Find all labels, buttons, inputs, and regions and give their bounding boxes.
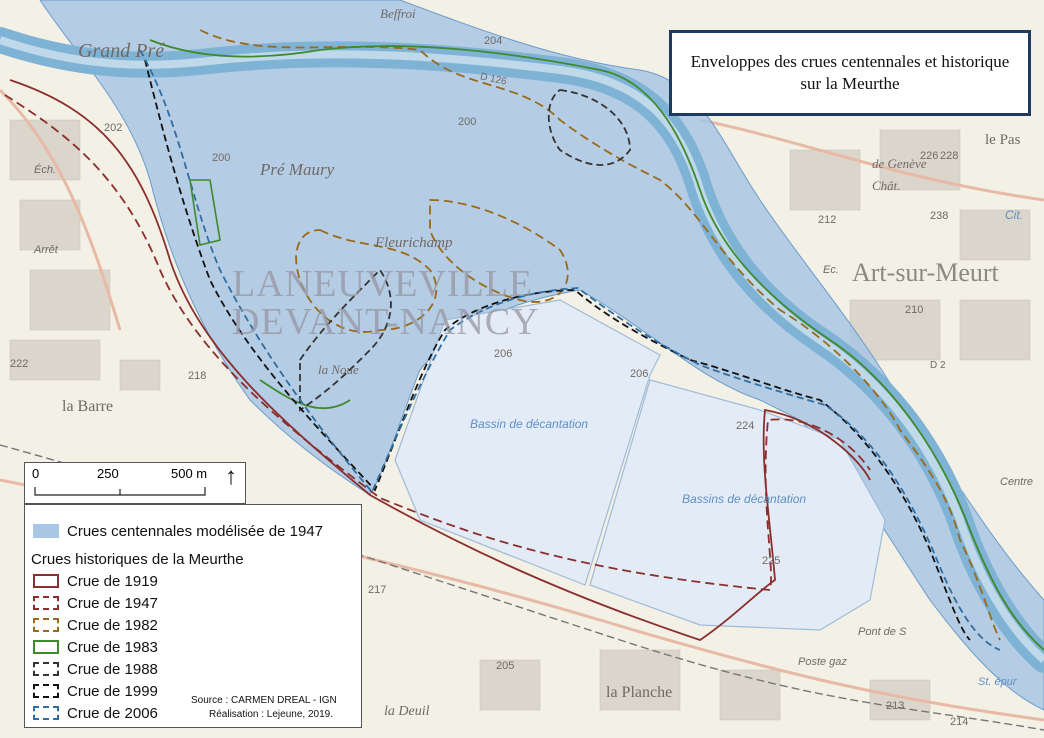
- elevation-label: 205: [496, 660, 515, 672]
- legend-swatch: [33, 684, 59, 698]
- elevation-label: 213: [886, 700, 905, 712]
- place-label-st-epur: St. épur: [978, 676, 1017, 688]
- map-title: Enveloppes des crues centennales et hist…: [690, 52, 1010, 93]
- legend-centennial-label: Crues centennales modélisée de 1947: [67, 522, 324, 540]
- scale-label-250: 250: [97, 466, 119, 481]
- place-label-la-noue: la Noue: [318, 362, 359, 377]
- legend-swatch: [33, 640, 59, 654]
- elevation-label: 224: [736, 420, 755, 432]
- place-label-ec: Ec.: [823, 264, 839, 276]
- basin-label-2: Bassins de décantation: [682, 492, 807, 506]
- place-label-cit: Cit.: [1005, 208, 1023, 222]
- place-label-art-sur-meurthe: Art-sur-Meurt: [852, 258, 999, 287]
- legend-swatch-centennial: [33, 524, 59, 538]
- elevation-label: 226: [920, 150, 939, 162]
- scale-ruler: [34, 487, 206, 496]
- legend-item: Crue de 1919: [33, 571, 158, 591]
- elevation-label: 200: [458, 116, 477, 128]
- elevation-label: 212: [818, 214, 837, 226]
- map-title-box: Enveloppes des crues centennales et hist…: [669, 30, 1031, 116]
- legend-swatch: [33, 706, 59, 720]
- place-label-la-planche: la Planche: [606, 684, 673, 701]
- flood-1919-outline: [9, 79, 871, 641]
- scale-label-500: 500 m: [171, 466, 208, 481]
- elevation-label: 217: [368, 584, 387, 596]
- legend-centennial-row: Crues centennales modélisée de 1947: [33, 521, 323, 541]
- flood-1947-outline: [4, 94, 871, 591]
- place-label-chat: Chât.: [872, 178, 901, 193]
- elevation-label: 202: [104, 122, 123, 134]
- decantation-basin-east: [589, 379, 886, 631]
- place-label-pont-de-s: Pont de S: [858, 626, 907, 638]
- flood-1999-outline: [144, 59, 971, 641]
- place-label-la-barre: la Barre: [62, 398, 114, 415]
- legend-item: Crue de 2006: [33, 703, 158, 723]
- north-arrow-icon: ↑: [225, 463, 237, 490]
- legend-item-label: Crue de 1983: [67, 638, 158, 656]
- elevation-label: 214: [950, 716, 969, 728]
- flood-1988-outline: [299, 89, 631, 412]
- legend-item-label: Crue de 1999: [67, 682, 158, 700]
- legend-heading-text: Crues historiques de la Meurthe: [31, 550, 244, 568]
- elevation-label: 206: [494, 348, 513, 360]
- legend-item: Crue de 1982: [33, 615, 158, 635]
- legend-swatch: [33, 574, 59, 588]
- legend-item: Crue de 1947: [33, 593, 158, 613]
- elevation-label: 210: [905, 304, 924, 316]
- legend-swatch: [33, 662, 59, 676]
- place-label-la-deuil: la Deuil: [384, 704, 430, 719]
- place-label-arret: Arrêt: [34, 244, 58, 256]
- road-label-d2: D 2: [930, 360, 946, 371]
- place-label-poste-gaz: Poste gaz: [798, 656, 847, 668]
- elevation-label: 222: [10, 358, 29, 370]
- place-label-devant-nancy: DEVANT-NANCY: [232, 301, 540, 343]
- legend-item-label: Crue de 2006: [67, 704, 158, 722]
- elevation-label: 204: [484, 35, 503, 47]
- place-label-pre-maury: Pré Maury: [260, 160, 335, 179]
- scale-label-0: 0: [32, 466, 40, 481]
- legend-source: Source : CARMEN DREAL - IGN: [191, 695, 337, 706]
- basin-label-1: Bassin de décantation: [470, 417, 589, 431]
- place-label-fleurichamp: Fleurichamp: [375, 235, 453, 251]
- place-label-grand-pre: Grand Pré: [78, 40, 165, 62]
- legend-item-label: Crue de 1982: [67, 616, 158, 634]
- place-label-ech: Éch.: [34, 164, 57, 176]
- elevation-label: 218: [188, 370, 207, 382]
- legend-item-label: Crue de 1988: [67, 660, 158, 678]
- scale-bar: 0 250 500 m ↑: [24, 462, 246, 504]
- legend-swatch: [33, 596, 59, 610]
- elevation-label: 228: [940, 150, 959, 162]
- elevation-label: 200: [212, 152, 231, 164]
- elevation-label: 238: [930, 210, 949, 222]
- map-legend: Crues centennales modélisée de 1947 Crue…: [24, 504, 362, 728]
- legend-item: Crue de 1983: [33, 637, 158, 657]
- elevation-label: 225: [762, 555, 781, 567]
- legend-item-label: Crue de 1947: [67, 594, 158, 612]
- place-label-centre: Centre: [1000, 476, 1034, 488]
- flood-1983-outline: [149, 39, 1044, 651]
- legend-item-label: Crue de 1919: [67, 572, 158, 590]
- flood-1982-outline: [199, 29, 1001, 641]
- place-label-le-pas: le Pas: [985, 132, 1021, 148]
- flood-2006-outline: [139, 49, 1001, 651]
- legend-item: Crue de 1999: [33, 681, 158, 701]
- place-label-beffroi: Beffroi: [380, 6, 416, 21]
- place-label-laneuveville: LANEUVEVILLE: [232, 263, 534, 305]
- legend-swatch: [33, 618, 59, 632]
- legend-heading: Crues historiques de la Meurthe: [31, 549, 244, 569]
- place-label-de-geneve: de Genève: [872, 156, 927, 171]
- elevation-label: 206: [630, 368, 649, 380]
- legend-credit: Réalisation : Lejeune, 2019.: [209, 709, 333, 720]
- legend-item: Crue de 1988: [33, 659, 158, 679]
